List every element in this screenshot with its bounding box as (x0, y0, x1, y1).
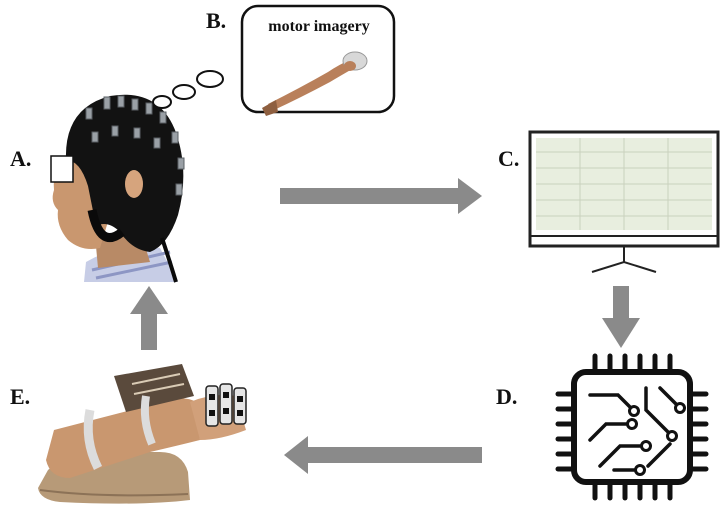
label-d: D. (496, 384, 518, 409)
motor-imagery-title: motor imagery (268, 18, 370, 35)
label-b: B. (206, 8, 227, 33)
arrow-d-to-e (284, 436, 482, 474)
computer-monitor-icon (528, 130, 720, 273)
arrow-a-to-c (280, 178, 482, 214)
label-e: E. (10, 384, 31, 409)
eeg-cap-subject-image (50, 94, 185, 283)
thought-bubble (152, 4, 396, 114)
reaching-arm-image (262, 51, 368, 116)
arrow-c-to-d (602, 286, 640, 348)
label-a: A. (10, 146, 32, 171)
arrow-e-to-a (130, 286, 168, 350)
microchip-icon (555, 353, 709, 501)
hand-orthosis-image (38, 364, 247, 504)
label-c: C. (498, 146, 520, 171)
